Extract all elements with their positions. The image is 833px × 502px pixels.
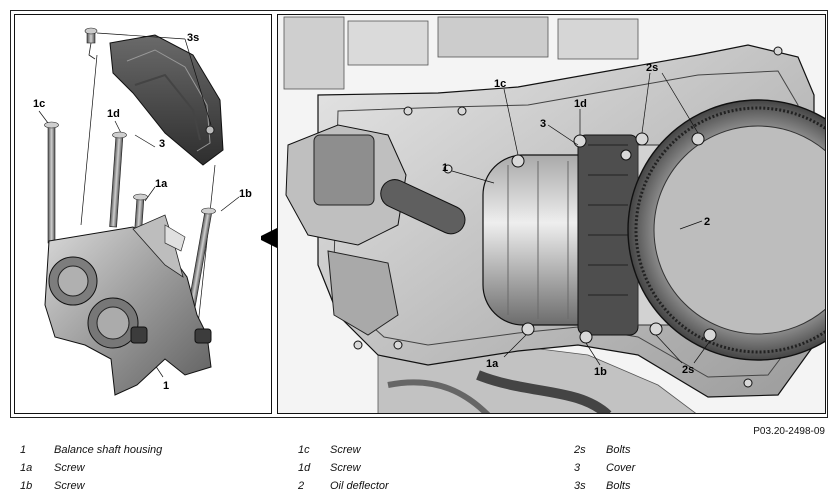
legend-text: Screw (54, 480, 85, 492)
installed-leader-lines (451, 72, 711, 366)
callout-2: 2 (704, 216, 710, 228)
legend-key: 3 (574, 462, 581, 474)
callout-1b: 1b (239, 188, 252, 200)
legend-text: Cover (606, 462, 636, 474)
legend-text: Screw (54, 462, 85, 474)
callout-1c-installed: 1c (494, 78, 506, 90)
legend-key: 1d (298, 462, 311, 474)
cover-part (109, 34, 224, 166)
legend-text: Balance shaft housing (54, 444, 163, 456)
callout-3-installed: 3 (540, 118, 546, 130)
callout-1b-installed: 1b (594, 366, 607, 378)
exploded-view-panel: 3s 1c 1d 3 1a 1b 1 (14, 14, 272, 414)
callout-3: 3 (159, 138, 165, 150)
legend-text: Oil deflector (330, 480, 389, 492)
legend-key: 2 (298, 480, 305, 492)
installed-view-panel: 1c 1d 3 2s 1 2 1a 1b 2s (277, 14, 826, 414)
callout-1a: 1a (155, 178, 168, 190)
legend-key: 1b (20, 480, 33, 492)
callout-1c: 1c (33, 98, 45, 110)
legend-text: Bolts (606, 480, 631, 492)
legend-key: 1a (20, 462, 33, 474)
timing-housing (285, 124, 466, 336)
legend-key: 3s (574, 480, 586, 492)
legend-text: Bolts (606, 444, 631, 456)
legend-text: Screw (330, 462, 361, 474)
callout-3s: 3s (187, 32, 199, 44)
legend-key: 2s (574, 444, 586, 456)
legend-text: Screw (330, 444, 361, 456)
figure-frame: 3s 1c 1d 3 1a 1b 1 (10, 10, 828, 418)
flywheel (627, 99, 825, 361)
figure-reference: P03.20-2498-09 (753, 426, 825, 437)
callout-1-installed: 1 (442, 162, 448, 174)
callout-2s-bottom: 2s (682, 364, 694, 376)
callout-1d-installed: 1d (574, 98, 587, 110)
callout-1d: 1d (107, 108, 120, 120)
legend-key: 1 (20, 444, 27, 456)
balance-shaft-housing-drawing: 3s 1c 1d 3 1a 1b 1 (33, 27, 252, 396)
legend-key: 1c (298, 444, 310, 456)
legend: 1 Balance shaft housing 1a Screw 1b Scre… (20, 444, 820, 500)
callout-1a-installed: 1a (486, 358, 499, 370)
callout-2s-top: 2s (646, 62, 658, 74)
cover-bolts (84, 27, 98, 60)
engine-installed-drawing: 1c 1d 3 2s 1 2 1a 1b 2s (278, 15, 825, 413)
housing-part (44, 214, 212, 396)
callout-1: 1 (163, 380, 169, 392)
view-pointer-wedge (261, 226, 281, 250)
